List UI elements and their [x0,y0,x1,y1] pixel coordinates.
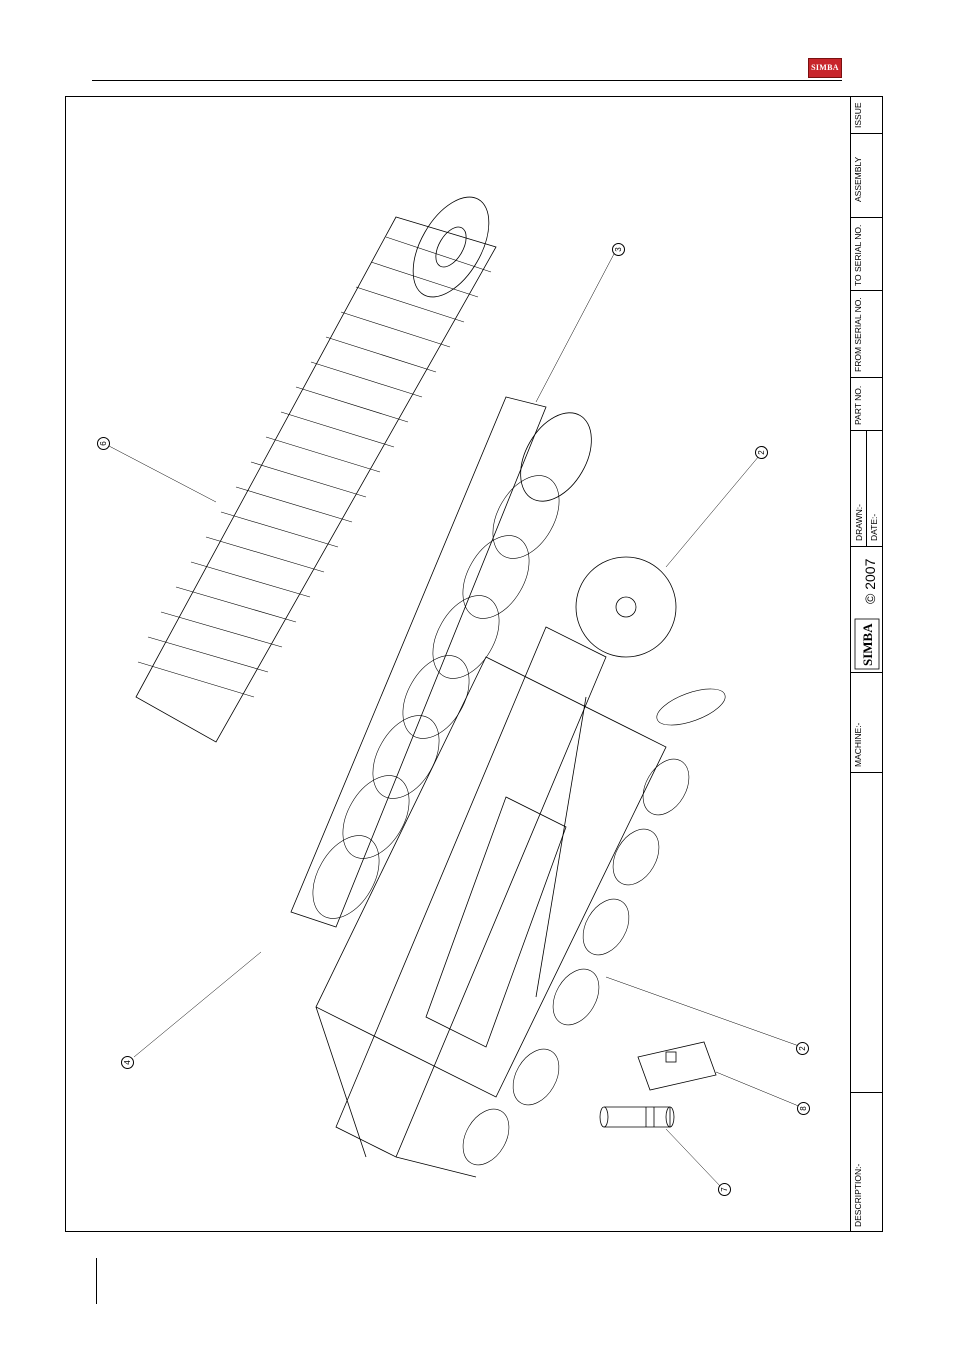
disc-row [454,682,730,1173]
copyright-text: © 2007 [862,559,878,604]
simba-brand-mark: SIMBA [854,618,880,670]
from-serial-label: FROM SERIAL NO. [853,297,863,372]
assembly-label: ASSEMBLY [853,157,863,202]
main-frame [316,627,666,1177]
machine-label: MACHINE:- [853,723,863,767]
disc-gang [291,397,606,930]
callout-3: 3 [612,243,625,256]
exploded-assembly-drawing [66,97,846,1227]
callout-6: 6 [97,437,110,450]
part-no-label: PART NO. [853,386,863,425]
callout-2-upper: 2 [755,446,768,459]
drawn-label: DRAWN:- [854,504,864,541]
date-label: DATE:- [869,514,879,541]
to-serial-label: TO SERIAL NO. [853,225,863,286]
simba-logo: SIMBA [808,58,842,78]
logo-text: SIMBA [809,63,841,72]
header-rule [92,80,842,81]
description-label: DESCRIPTION:- [853,1164,863,1227]
issue-label: ISSUE [853,102,863,128]
brand-mark-text: SIMBA [860,623,875,666]
callout-7: 7 [718,1183,731,1196]
manual-book [638,1042,716,1090]
callout-8: 8 [797,1102,810,1115]
cylinder-part [600,1107,674,1127]
callout-2-lower: 2 [796,1042,809,1055]
packer-roller [136,184,504,742]
cutting-disc [576,557,676,657]
callout-4: 4 [121,1056,134,1069]
footer-rule [96,1258,97,1304]
